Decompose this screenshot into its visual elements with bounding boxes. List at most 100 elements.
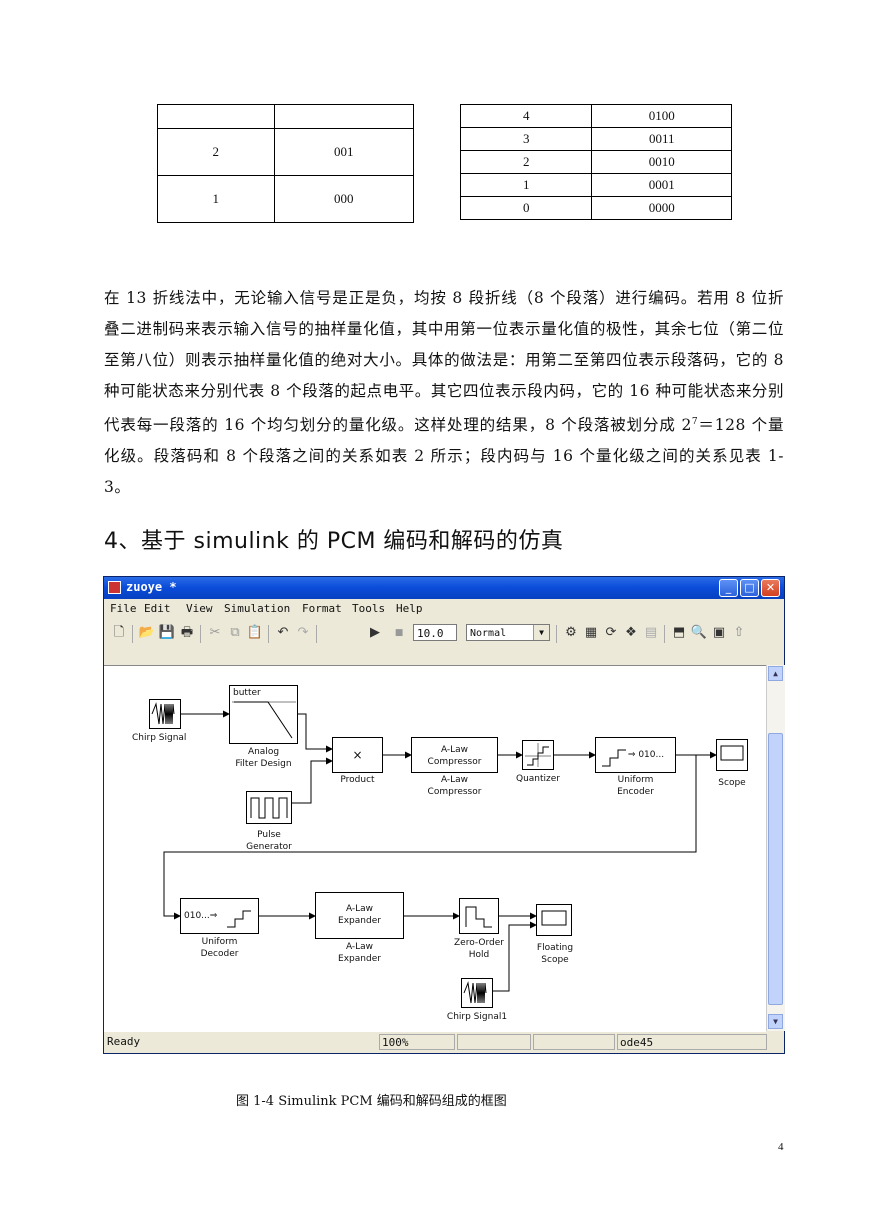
pulse-wave-icon xyxy=(250,797,288,819)
scroll-up-icon[interactable]: ▲ xyxy=(768,666,783,681)
title-bar[interactable]: zuoye * _ □ ✕ xyxy=(104,577,784,599)
redo-icon[interactable]: ↷ xyxy=(297,625,309,640)
menu-simulation[interactable]: Simulation xyxy=(224,602,291,615)
analog-filter-block[interactable]: butter xyxy=(229,685,298,744)
paste-icon[interactable]: 📋 xyxy=(246,625,264,640)
model-explorer-icon[interactable]: ▤ xyxy=(644,625,658,640)
stop-time-input[interactable]: 10.0 xyxy=(413,624,457,641)
superscript: 7 xyxy=(691,417,699,427)
table-cell: 2 xyxy=(157,128,275,176)
product-icon: × xyxy=(352,748,363,762)
signal-lines xyxy=(163,710,717,992)
open-icon[interactable]: 📂 xyxy=(138,625,156,640)
label-line: Expander xyxy=(338,916,381,926)
toolbar-separator xyxy=(556,625,557,643)
chirp-wave-icon xyxy=(463,981,487,1004)
section-heading: 4、基于 simulink 的 PCM 编码和解码的仿真 xyxy=(104,529,564,554)
menu-format[interactable]: Format xyxy=(302,602,342,615)
model-advisor-icon[interactable]: ▣ xyxy=(712,625,726,640)
window-title: zuoye * xyxy=(126,580,177,594)
quantizer-block[interactable] xyxy=(522,740,554,770)
label-line: A-Law xyxy=(345,942,374,952)
page-number: 4 xyxy=(778,1141,784,1153)
label-line: Expander xyxy=(338,954,381,964)
scope-screen-icon xyxy=(541,910,567,926)
close-button[interactable]: ✕ xyxy=(761,579,780,597)
menu-file[interactable]: File xyxy=(110,602,137,615)
table-cell xyxy=(157,104,275,129)
chirp-signal1-block[interactable] xyxy=(461,978,493,1008)
table-cell: 4 xyxy=(459,104,593,128)
block-label: Chirp Signal xyxy=(132,733,187,743)
status-panel xyxy=(533,1034,615,1050)
table-cell: 0 xyxy=(459,196,593,220)
minimize-button[interactable]: _ xyxy=(719,579,738,597)
table-cell: 000 xyxy=(273,175,415,223)
copy-icon[interactable]: ⧉ xyxy=(230,625,240,640)
status-zoom: 100% xyxy=(379,1034,455,1050)
update-diagram-icon[interactable]: ▦ xyxy=(584,625,598,640)
menu-edit[interactable]: Edit xyxy=(144,602,171,615)
save-icon[interactable]: 💾 xyxy=(158,625,176,640)
table-cell: 001 xyxy=(273,128,415,176)
chirp-signal-block[interactable] xyxy=(149,699,181,729)
zoh-step-icon xyxy=(465,906,492,928)
block-inner-text: butter xyxy=(233,688,261,698)
up-arrow-icon[interactable]: ⇧ xyxy=(733,625,745,640)
scroll-down-icon[interactable]: ▼ xyxy=(768,1014,783,1029)
label-line: Generator xyxy=(246,842,292,852)
block-inner-text: 010...⇒ xyxy=(184,911,218,921)
table-cell: 0000 xyxy=(591,196,732,220)
debug-icon[interactable]: 🔍 xyxy=(690,625,708,640)
product-block[interactable]: × xyxy=(332,737,383,773)
label-line: Filter Design xyxy=(235,759,292,769)
library-browser-icon[interactable]: ⬒ xyxy=(672,625,686,640)
floating-scope-block[interactable] xyxy=(536,904,572,936)
simulation-mode-select[interactable]: Normal▼ xyxy=(466,624,550,641)
new-model-icon[interactable]: 🗋 xyxy=(113,625,125,640)
table-cell: 0011 xyxy=(591,127,732,151)
menu-bar: File Edit View Simulation Format Tools H… xyxy=(104,599,784,617)
menu-help[interactable]: Help xyxy=(396,602,423,615)
label-line: Pulse xyxy=(257,830,281,840)
table-cell: 1 xyxy=(459,173,593,197)
signal-line xyxy=(298,713,333,753)
uniform-decoder-block[interactable]: 010...⇒ xyxy=(180,898,259,934)
table-cell xyxy=(273,104,415,129)
vertical-scrollbar[interactable]: ▲ ▼ xyxy=(766,665,785,1031)
stop-simulation-icon[interactable]: ■ xyxy=(394,628,404,638)
library-icon[interactable]: ❖ xyxy=(625,625,637,640)
scroll-thumb[interactable] xyxy=(768,733,783,1005)
decoder-code: 010... xyxy=(184,911,210,921)
label-line: Decoder xyxy=(200,949,239,959)
toolbar-separator xyxy=(268,625,269,643)
build-icon[interactable]: ⚙ xyxy=(565,625,577,640)
refresh-icon[interactable]: ⟳ xyxy=(605,625,617,640)
status-bar: Ready 100% ode45 xyxy=(104,1032,784,1053)
cut-icon[interactable]: ✂ xyxy=(209,625,221,640)
zero-order-hold-block[interactable] xyxy=(459,898,499,934)
uniform-encoder-block[interactable]: ⇒ 010... xyxy=(595,737,676,773)
chevron-down-icon[interactable]: ▼ xyxy=(533,625,549,640)
maximize-button[interactable]: □ xyxy=(740,579,759,597)
simulink-app-icon xyxy=(108,581,121,594)
encoder-code: 010... xyxy=(638,750,665,760)
pulse-generator-block[interactable] xyxy=(246,791,292,824)
print-icon[interactable]: 🖶 xyxy=(180,625,194,640)
menu-view[interactable]: View xyxy=(186,602,213,615)
undo-icon[interactable]: ↶ xyxy=(277,625,289,640)
start-simulation-icon[interactable]: ▶ xyxy=(370,625,380,640)
scope-block[interactable] xyxy=(716,739,748,771)
status-panel xyxy=(457,1034,531,1050)
menu-tools[interactable]: Tools xyxy=(352,602,386,615)
label-line: Encoder xyxy=(617,787,654,797)
